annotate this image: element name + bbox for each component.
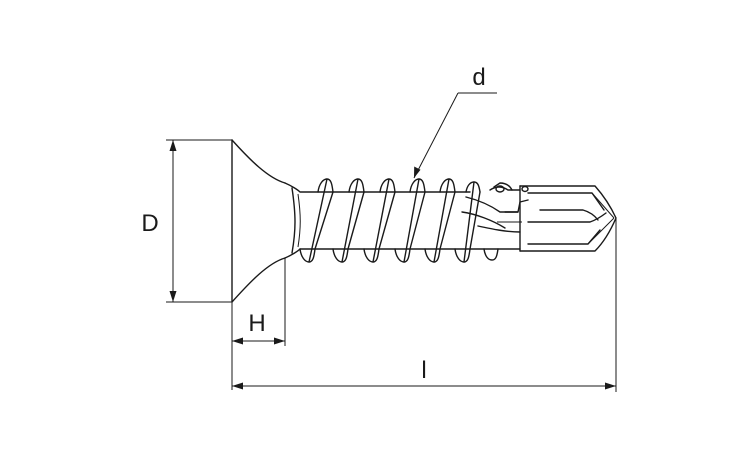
label-H: H: [248, 310, 265, 337]
label-l: l: [421, 357, 426, 384]
screw-threads: [299, 178, 499, 263]
drill-point: [519, 185, 617, 252]
screw: [231, 139, 617, 303]
dimension-D: D: [141, 139, 232, 303]
screw-head: [231, 139, 286, 303]
screw-flute: [461, 182, 529, 250]
label-D: D: [141, 210, 158, 237]
dimension-l: l: [232, 218, 617, 392]
label-d: d: [472, 64, 485, 91]
dimension-d: d: [413, 64, 497, 179]
dimension-H: H: [231, 258, 286, 390]
screw-shank: [284, 182, 521, 259]
